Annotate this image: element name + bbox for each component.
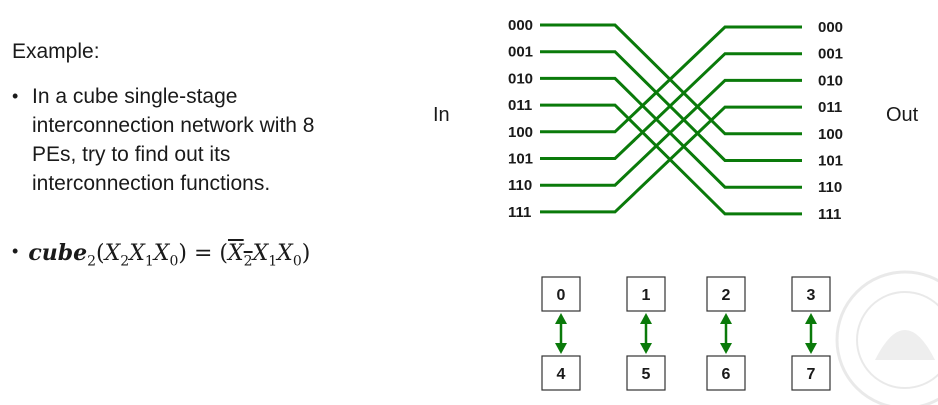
input-port-label: 011 (508, 97, 532, 114)
pe-label: 2 (722, 287, 731, 304)
output-side-label: Out (886, 104, 919, 126)
arrow-down-icon (640, 343, 652, 354)
input-port-label: 110 (508, 177, 532, 194)
network-wire (540, 78, 802, 187)
pe-label: 4 (557, 366, 566, 383)
pe-label: 1 (642, 287, 651, 304)
cube-function-formula: •cube2(X2X1X0) = (X2X1X0) (12, 240, 311, 270)
input-port-label: 111 (508, 204, 531, 221)
pe-box (791, 355, 831, 391)
university-seal-watermark-icon (835, 270, 938, 405)
formula-function-name: cube (28, 240, 88, 266)
output-port-label: 100 (818, 126, 843, 143)
pe-box (541, 276, 581, 312)
bullet-dot-icon: • (12, 86, 19, 106)
pe-box (706, 276, 746, 312)
output-port-label: 010 (818, 72, 843, 89)
output-port-label: 101 (818, 153, 843, 170)
pe-box (626, 276, 666, 312)
bullet-line: interconnection functions. (32, 172, 271, 195)
negated-bit: X2 (227, 241, 253, 270)
output-port-label: 111 (818, 206, 841, 223)
network-wire (540, 52, 802, 160)
arrow-down-icon (805, 343, 817, 354)
input-port-label: 010 (508, 70, 533, 87)
input-port-label: 001 (508, 44, 533, 61)
input-port-label: 000 (508, 17, 533, 34)
pe-label: 5 (642, 366, 651, 383)
output-port-label: 000 (818, 19, 843, 36)
bullet-line: PEs, try to find out its (32, 143, 231, 166)
arrow-up-icon (805, 313, 817, 324)
input-side-label: In (433, 104, 450, 126)
arrow-up-icon (555, 313, 567, 324)
network-wire (540, 105, 802, 214)
pe-box (626, 355, 666, 391)
pe-label: 7 (807, 366, 816, 383)
pe-label: 3 (807, 287, 816, 304)
pe-label: 6 (722, 366, 731, 383)
pe-label: 0 (557, 287, 566, 304)
input-port-label: 101 (508, 151, 533, 168)
input-port-label: 100 (508, 124, 533, 141)
arrow-up-icon (640, 313, 652, 324)
bullet-line: interconnection network with 8 (32, 114, 315, 137)
example-heading: Example: (12, 40, 100, 63)
pe-box (541, 355, 581, 391)
bullet-dot-icon: • (12, 241, 19, 261)
arrow-down-icon (720, 343, 732, 354)
arrow-down-icon (555, 343, 567, 354)
output-port-label: 011 (818, 99, 842, 116)
output-port-label: 001 (818, 46, 843, 63)
bullet-line: In a cube single-stage (32, 85, 238, 108)
pe-box (791, 276, 831, 312)
problem-statement: • In a cube single-stage interconnection… (12, 82, 392, 198)
output-port-label: 110 (818, 179, 842, 196)
pe-box (706, 355, 746, 391)
arrow-up-icon (720, 313, 732, 324)
network-wire (540, 25, 802, 134)
